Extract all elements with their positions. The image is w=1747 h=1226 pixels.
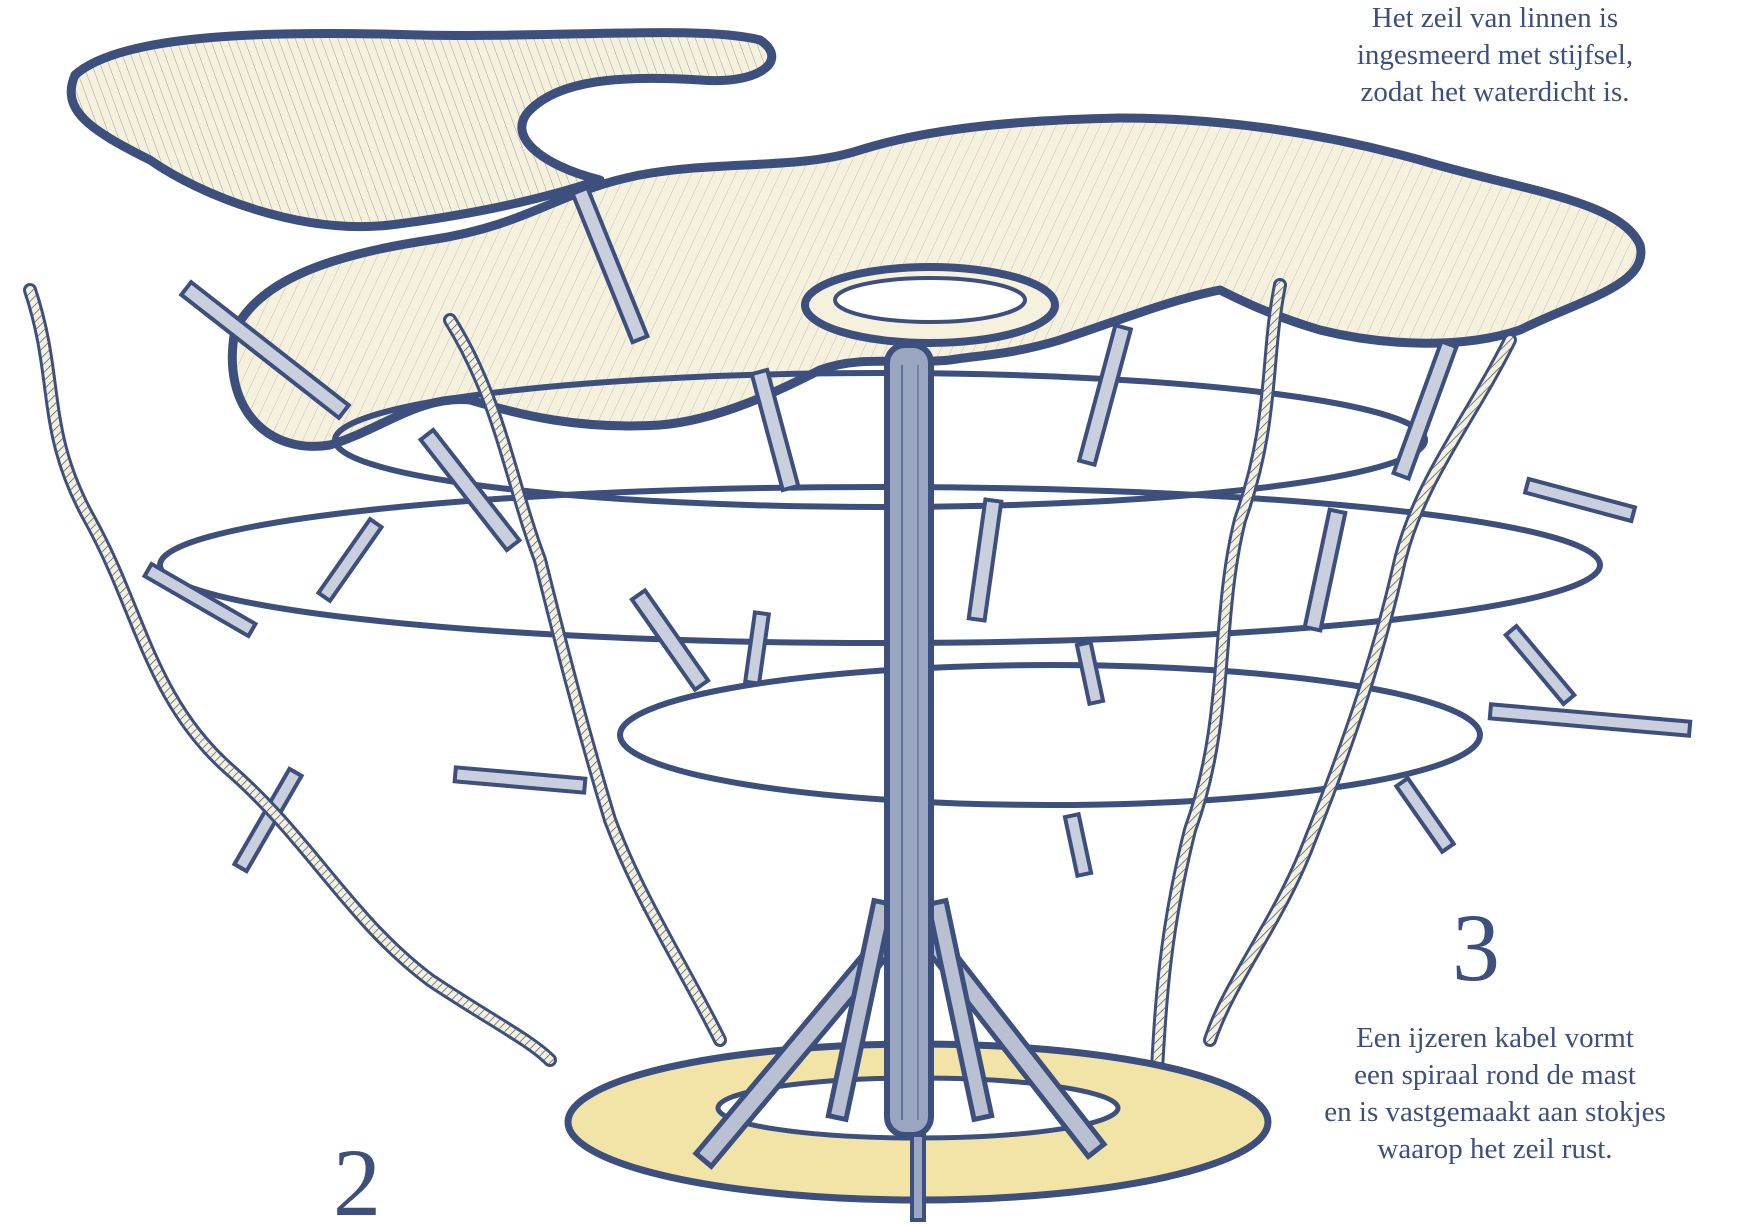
cable-caption-line: Een ijzeren kabel vormt xyxy=(1270,1020,1720,1057)
spiral-cable xyxy=(160,373,1600,805)
mast xyxy=(887,345,931,1220)
step-number-3: 3 xyxy=(1452,900,1500,996)
sail-caption: Het zeil van linnen is ingesmeerd met st… xyxy=(1290,0,1700,111)
cable-caption: Een ijzeren kabel vormt een spiraal rond… xyxy=(1270,1020,1720,1168)
sail-caption-line: zodat het waterdicht is. xyxy=(1290,74,1700,111)
cable-caption-line: waarop het zeil rust. xyxy=(1270,1131,1720,1168)
cable-caption-line: een spiraal rond de mast xyxy=(1270,1057,1720,1094)
sail-caption-line: Het zeil van linnen is xyxy=(1290,0,1700,37)
cable-caption-line: en is vastgemaakt aan stokjes xyxy=(1270,1094,1720,1131)
sail-caption-line: ingesmeerd met stijfsel, xyxy=(1290,37,1700,74)
step-number-2: 2 xyxy=(333,1135,381,1226)
